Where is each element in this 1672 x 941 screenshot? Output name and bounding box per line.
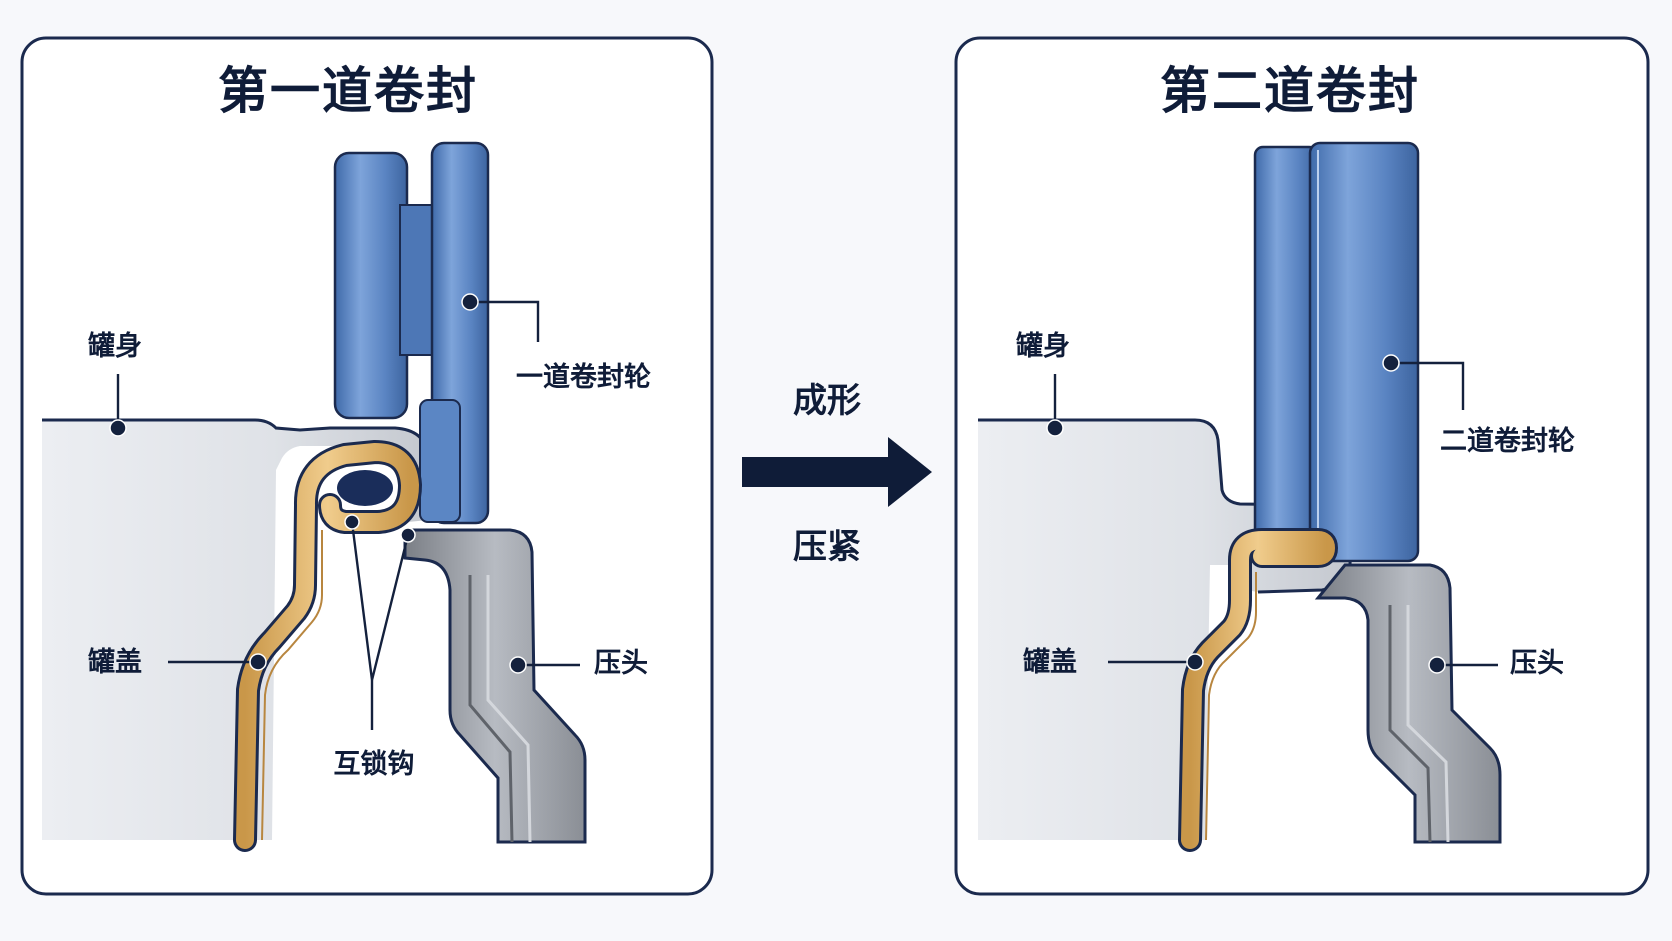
left-label-roller: 一道卷封轮 [516, 361, 651, 393]
right-label-roller: 二道卷封轮 [1440, 425, 1575, 457]
left-panel: 第一道卷封 罐身 一 [20, 36, 714, 896]
left-panel-title: 第一道卷封 [218, 62, 478, 120]
interlock-dot-1 [344, 514, 360, 530]
right-can-lid [1178, 528, 1338, 852]
right-chuck [1314, 563, 1502, 844]
left-chuck [403, 528, 587, 844]
right-panel: 第二道卷封 罐身 二道卷封轮 [954, 36, 1650, 896]
right-roller-dot [1382, 354, 1400, 372]
middle-transition: 成形 压紧 [742, 381, 932, 567]
right-can-body-dot [1046, 419, 1064, 437]
lid-dot [249, 653, 267, 671]
chuck-dot [509, 656, 527, 674]
right-roller-leader [1391, 361, 1465, 410]
left-label-interlock: 互锁钩 [334, 748, 415, 780]
right-label-chuck: 压头 [1510, 648, 1564, 679]
second-seaming-roller [1253, 141, 1420, 563]
right-label-can-body: 罐身 [1016, 330, 1070, 362]
middle-top-text: 成形 [793, 381, 861, 421]
roller-leader [470, 300, 540, 342]
left-label-chuck: 压头 [594, 648, 648, 679]
left-label-can-body: 罐身 [88, 330, 142, 362]
right-chuck-dot [1428, 656, 1446, 674]
right-arrow-icon [742, 437, 932, 507]
right-panel-title: 第二道卷封 [1160, 62, 1420, 120]
right-lid-dot [1186, 653, 1204, 671]
left-can-lid [233, 440, 422, 852]
can-body-dot [109, 419, 127, 437]
roller-dot [461, 293, 479, 311]
interlock-dot-2 [400, 527, 416, 543]
left-label-lid: 罐盖 [88, 646, 142, 678]
right-label-lid: 罐盖 [1023, 646, 1077, 678]
middle-bottom-text: 压紧 [793, 527, 861, 567]
first-seaming-roller [333, 141, 490, 525]
